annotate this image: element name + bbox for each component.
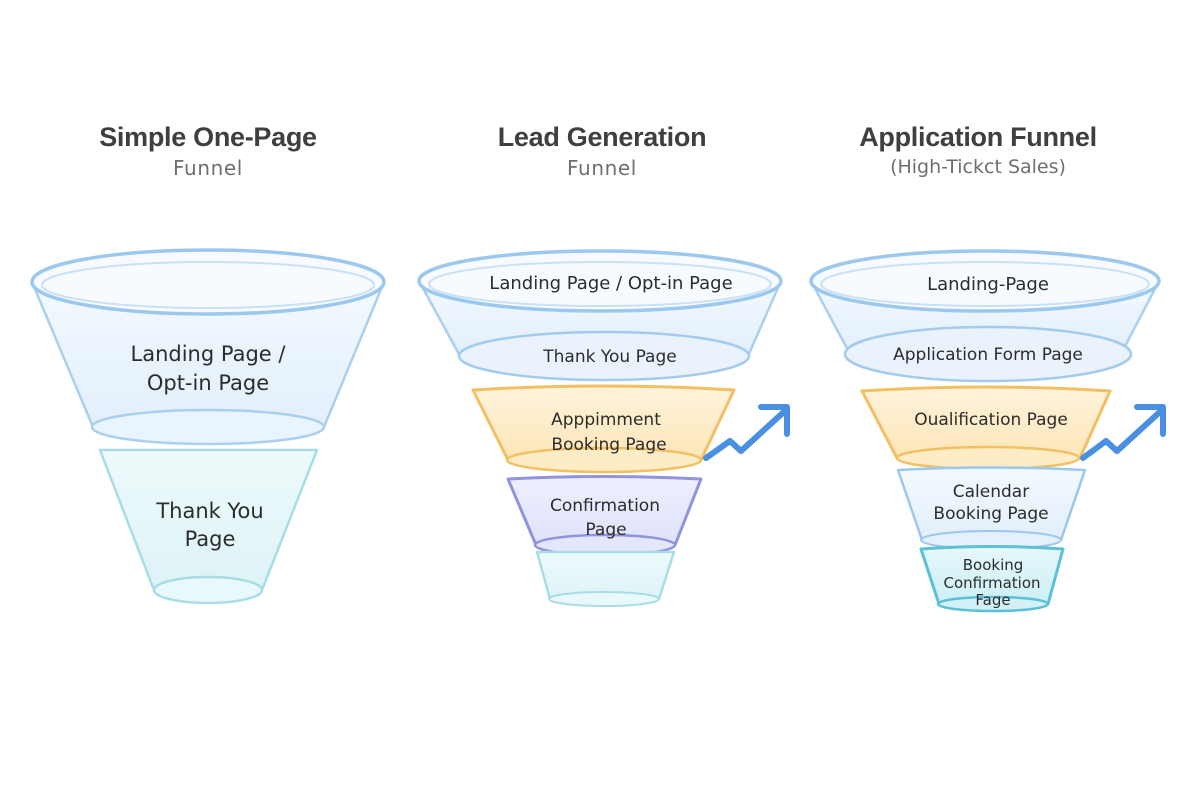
funnel-1-stage-2-label-line1: Thank You — [155, 499, 263, 523]
funnel-3-stage-1-label: Landing-Page — [927, 274, 1049, 295]
funnel-3-stage-4: Calendar Booking Page — [898, 468, 1085, 550]
funnel-2-stage-3-label-line2: Booking Page — [551, 435, 666, 455]
funnel-1-stage-2-label-line2: Page — [185, 527, 236, 551]
funnel-3-stage-5-label-line2: Confirmation — [943, 574, 1040, 592]
funnel-1-stage-2: Thank You Page — [100, 450, 317, 603]
funnel-3-stage-5: Booking Confirmation Fage — [921, 547, 1063, 612]
funnel-3-stage-2: Application Form Page — [845, 327, 1131, 381]
funnel-3-stage-2-label: Application Form Page — [893, 345, 1083, 365]
funnel-1-stage-1-label-line1: Landing Page / — [131, 342, 287, 366]
funnel-2-stage-4-label-line1: Confirmation — [550, 496, 660, 516]
funnel-3-stage-5-label-line3: Fage — [975, 591, 1010, 609]
funnel-3-stage-3: Oualification Page — [862, 387, 1110, 469]
funnel-3-stage-4-label-line1: Calendar — [953, 482, 1029, 502]
funnel-1-stage-1-label-line2: Opt-in Page — [147, 371, 269, 395]
funnel-2-stage-4: Confirmation Page — [508, 477, 701, 556]
funnel-2-stage-2: Thank You Page — [459, 332, 749, 380]
funnel-2: Landing Page / Opt-in Page Thank You Pag… — [419, 251, 787, 606]
funnel-3-stage-3-label: Oualification Page — [914, 410, 1068, 430]
funnel-2-spout — [537, 552, 674, 606]
funnel-2-stage-3-label-line1: Apppimment — [551, 410, 661, 430]
funnel-3-stage-4-label-line2: Booking Page — [933, 504, 1048, 524]
funnel-3: Landing-Page Application Form Page Ouali… — [811, 251, 1163, 611]
funnel-2-stage-3: Apppimment Booking Page — [473, 386, 734, 472]
funnel-2-stage-1-label: Landing Page / Opt-in Page — [489, 273, 732, 294]
funnel-3-stage-5-label-line1: Booking — [963, 556, 1024, 574]
funnel-2-stage-4-label-line2: Page — [585, 520, 626, 540]
funnel-1: Landing Page / Opt-in Page Thank You Pag… — [32, 250, 384, 603]
funnel-2-stage-2-label: Thank You Page — [542, 347, 676, 367]
funnel-1-stage-1: Landing Page / Opt-in Page — [32, 250, 384, 444]
